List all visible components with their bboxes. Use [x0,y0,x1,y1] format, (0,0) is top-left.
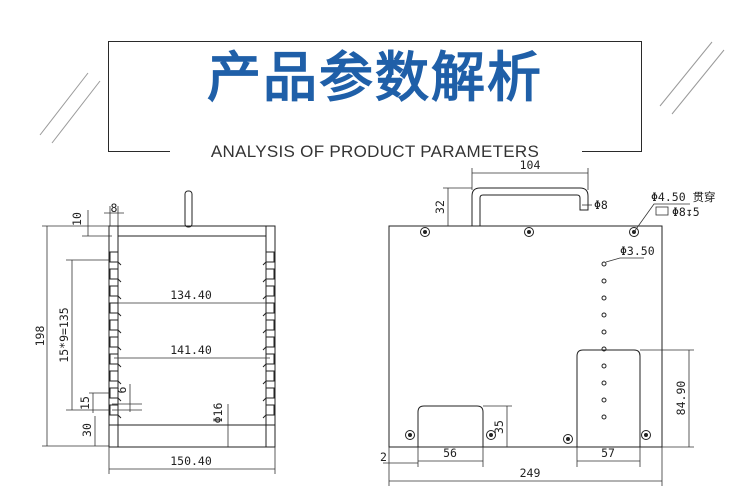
dim-slot-depth: 6 [115,386,129,393]
slot-edge [262,380,267,385]
slot-edge [117,414,122,419]
screw-icon [641,430,651,440]
decor-lines-right [659,41,725,115]
slot-edge [262,363,267,368]
slot-rail [109,319,119,331]
small-hole [601,329,607,335]
small-hole [601,312,607,318]
small-hole [601,397,607,403]
dim-handle-width: 104 [520,158,541,172]
front-body [388,225,663,448]
handle [471,187,589,226]
screw-icon [420,227,430,237]
dim-front-overall-width: 249 [520,466,541,480]
small-holes [601,261,607,420]
slot-rail [265,319,275,331]
dim-inner-width: 134.40 [170,288,212,302]
page-subtitle: ANALYSIS OF PRODUCT PARAMETERS [210,142,540,161]
dim-slot-span: 15*9=135 [57,307,71,362]
slot-edge [262,397,267,402]
dim-handle-diameter: Φ8 [594,198,608,212]
dim-cutout-height: 35 [492,420,506,434]
right-slots [262,251,275,419]
slot-rail [265,268,275,280]
small-hole [601,346,607,352]
dim-slot-pitch: 15 [78,396,92,410]
dim-cutout-width: 56 [443,446,457,460]
small-hole [601,261,607,267]
decor-lines-left [39,72,101,144]
slot-edge [262,312,267,317]
screw-icon [524,227,534,237]
dim-counterbore: Φ8↧5 [672,205,700,219]
slot-edge [117,261,122,266]
dim-handle-height: 32 [433,200,447,214]
slot-edge [117,278,122,283]
dim-height-total: 198 [33,326,47,347]
slot-rail [265,251,275,263]
slot-rail [109,336,119,348]
dim-edge-offset: 2 [380,450,387,464]
screws [405,227,651,444]
dim-base-height: 30 [80,423,94,437]
slot-edge [117,329,122,334]
slot-rail [109,370,119,382]
slot-rail [265,404,275,416]
small-hole [601,380,607,386]
right-cutout [576,349,641,447]
dim-through-hole: Φ4.50 贯穿 [651,190,716,204]
dim-mid-width: 141.40 [170,343,212,357]
slot-edge [117,380,122,385]
slot-rail [265,302,275,314]
slot-edge [117,312,122,317]
screw-icon [486,430,496,440]
slot-edge [262,414,267,419]
slot-rail [265,353,275,365]
slot-rail [265,285,275,297]
side-body [108,225,276,448]
slot-edge [117,346,122,351]
slot-edge [117,295,122,300]
left-cutout [417,405,484,447]
slot-edge [117,397,122,402]
dim-slot-width: 8 [111,201,118,215]
dim-right-cutout-width: 57 [601,446,615,460]
front-view [388,187,663,448]
slot-edge [117,363,122,368]
slot-edge [262,295,267,300]
dim-small-hole: Φ3.50 [620,244,655,258]
slot-edge [262,278,267,283]
small-hole [601,278,607,284]
dim-top-gap: 10 [70,212,84,226]
title-frame [108,41,642,152]
dim-hole-diameter: Φ16 [211,403,225,424]
side-view [42,190,276,474]
slot-edge [262,346,267,351]
screw-icon [563,434,573,444]
small-hole [601,414,607,420]
small-hole [601,295,607,301]
slot-rail [109,251,119,263]
page-title: 产品参数解析 [207,46,543,109]
dim-overall-width: 150.40 [170,454,212,468]
dim-right-height: 84.90 [674,381,688,416]
slot-edge [262,261,267,266]
slot-rail [265,387,275,399]
slot-rail [109,302,119,314]
screw-icon [405,430,415,440]
slot-rail [109,285,119,297]
slot-rail [109,353,119,365]
slot-rail [109,268,119,280]
frame-gap [170,146,582,158]
slot-rail [265,336,275,348]
small-hole [601,363,607,369]
slot-rail [265,370,275,382]
slot-edge [262,329,267,334]
side-handle-post [184,190,193,228]
